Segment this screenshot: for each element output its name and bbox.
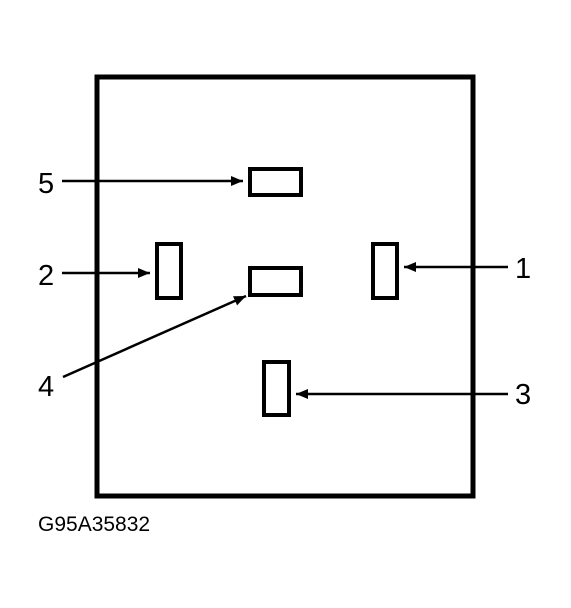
terminal-2 bbox=[155, 242, 183, 300]
callout-label-3: 3 bbox=[515, 379, 531, 411]
callout-label-2: 2 bbox=[38, 260, 54, 292]
figure-code: G95A35832 bbox=[38, 513, 150, 536]
connector-body bbox=[94, 74, 476, 499]
terminal-4 bbox=[248, 266, 303, 297]
callout-arrow-4 bbox=[62, 294, 247, 379]
terminal-3 bbox=[262, 360, 291, 417]
callout-label-1: 1 bbox=[515, 253, 531, 285]
terminal-5 bbox=[248, 167, 303, 197]
callout-label-4: 4 bbox=[38, 371, 54, 403]
callout-label-5: 5 bbox=[38, 168, 54, 200]
terminal-1 bbox=[371, 242, 399, 300]
